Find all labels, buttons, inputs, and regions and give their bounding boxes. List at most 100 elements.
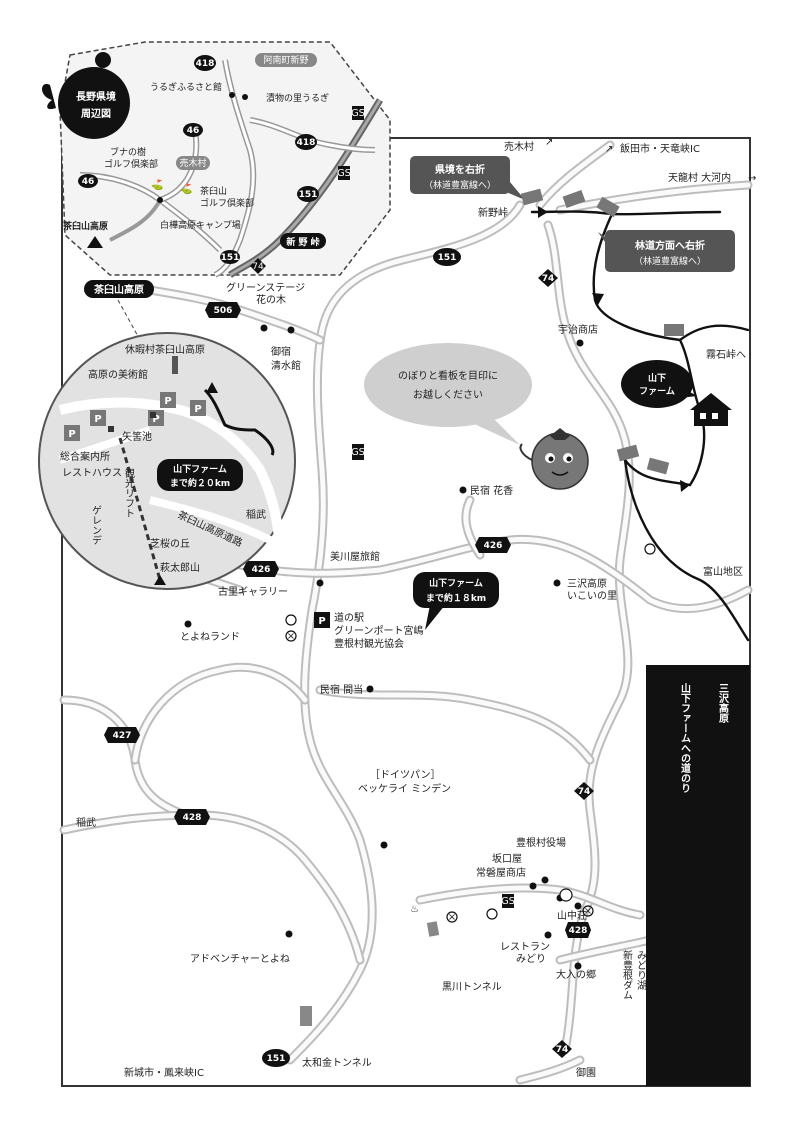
inset-gas-station-icon: GS: [351, 108, 365, 119]
parking-icon-2: P: [68, 429, 75, 440]
inset-road-74-shield: 74: [250, 258, 266, 274]
svg-text:とよねランド: とよねランド: [180, 631, 240, 643]
svg-text:民宿 間当: 民宿 間当: [320, 683, 363, 696]
circle-distance-line2: まで約２０km: [170, 477, 230, 489]
road-network: [59, 140, 753, 1085]
title-panel: 三沢高原 山下ファームへの道のり: [646, 665, 750, 1086]
svg-text:グリーンステージ: グリーンステージ: [226, 281, 305, 294]
svg-text:美川屋旅館: 美川屋旅館: [330, 550, 380, 563]
svg-text:山中荘: 山中荘: [557, 909, 587, 922]
svg-text:74: 74: [578, 787, 591, 797]
road-151-shield-north: 151: [433, 248, 461, 266]
svg-text:のぼりと看板を目印に: のぼりと看板を目印に: [398, 369, 498, 382]
inset-label-urugi: 売木村: [179, 157, 206, 169]
inset-gas-station-icon-2: GS: [337, 168, 351, 179]
svg-text:（林道豊富線へ）: （林道豊富線へ）: [424, 179, 496, 191]
road-151-shield-south: 151: [262, 1049, 290, 1067]
svg-text:レストラン: レストラン: [500, 941, 550, 953]
road-426-shield-east: 426: [475, 537, 511, 553]
svg-text:×: ×: [448, 912, 456, 923]
svg-text:［ドイツパン］: ［ドイツパン］: [370, 769, 441, 781]
inset-road-46-shield-a: 46: [183, 123, 203, 137]
circle-label-gelande: ゲレンデ: [90, 505, 102, 545]
svg-text:418: 418: [297, 138, 316, 148]
inset-road-418-shield-b: 418: [295, 134, 317, 150]
circle-label-sogo: 総合案内所: [60, 450, 110, 463]
svg-text:三沢高原: 三沢高原: [567, 577, 607, 590]
title-line1: 三沢高原: [717, 683, 729, 724]
svg-text:新豊根ダム: 新豊根ダム: [621, 949, 633, 1000]
circle-label-resthouse: レストハウス: [62, 467, 122, 479]
svg-text:428: 428: [183, 813, 202, 823]
svg-text:稲武: 稲武: [76, 816, 96, 829]
inset-badge: 長野県境 周辺図: [42, 52, 130, 139]
svg-text:新城市・鳳来峡IC: 新城市・鳳来峡IC: [124, 1066, 204, 1079]
townhall-icon: [559, 888, 573, 902]
road-74-shield-south: 74: [552, 1040, 572, 1058]
place-labels: 売木村 ↗ ↗ 飯田市・天竜峡IC 天龍村 大河内 → 新野峠 宇治商店 霧石峠…: [76, 137, 756, 1079]
svg-text:151: 151: [299, 190, 318, 200]
parking-icon-4: P: [194, 404, 201, 415]
svg-text:ベッケライ ミンデン: ベッケライ ミンデン: [358, 782, 451, 795]
svg-text:大入の郷: 大入の郷: [556, 968, 596, 981]
svg-text:46: 46: [82, 177, 95, 187]
svg-text:古里ギャラリー: 古里ギャラリー: [218, 585, 288, 598]
svg-text:74: 74: [252, 262, 264, 272]
svg-text:↗: ↗: [545, 137, 553, 148]
route-shields: 151 74 506 426 426 427 428 428: [104, 248, 594, 1067]
inset-label-chausu-golf: 茶臼山: [200, 185, 227, 197]
inset-label-urugi-furusato: うるぎふるさと館: [150, 81, 222, 93]
svg-text:♨: ♨: [410, 904, 419, 915]
svg-text:151: 151: [267, 1054, 286, 1064]
inset-label-buna-golf: ゴルフ倶楽部: [104, 158, 158, 170]
callout-rindo: 林道方面へ右折 （林道豊富線へ）: [598, 230, 735, 272]
svg-text:お越しください: お越しください: [413, 388, 483, 401]
inset-label-niino: 新 野 峠: [286, 236, 319, 248]
gas-station-icon: GS: [351, 444, 365, 460]
svg-text:花の木: 花の木: [256, 293, 286, 306]
svg-text:428: 428: [569, 926, 588, 936]
callout-nobori: のぼりと看板を目印に お越しください: [364, 343, 532, 445]
hot-spring-icon: ♨: [410, 904, 419, 915]
circle-label-inabu: 稲武: [246, 508, 266, 521]
svg-text:まで約１８km: まで約１８km: [426, 592, 486, 604]
svg-text:P: P: [318, 616, 325, 627]
svg-text:グリーンポート宮嶋: グリーンポート宮嶋: [334, 624, 424, 637]
farm-house-icon: [690, 393, 732, 426]
inset-road-151-shield-a: 151: [297, 186, 319, 202]
circle-label-yahagi: 矢筈池: [122, 430, 152, 443]
svg-text:山下: 山下: [648, 372, 666, 384]
circle-label-bijutsukan: 高原の美術館: [88, 368, 148, 381]
inset-label-anan: 阿南町新野: [263, 54, 308, 66]
svg-text:ファーム: ファーム: [639, 386, 675, 397]
circle-label-kyuka: 休暇村茶臼山高原: [125, 343, 205, 356]
svg-text:豊根村役場: 豊根村役場: [516, 836, 566, 849]
svg-text:みどり: みどり: [516, 953, 546, 965]
callout-farm: 山下 ファーム: [621, 360, 697, 408]
tunnel-icons: [300, 921, 440, 1026]
michinoeki-icon: P: [314, 612, 330, 628]
svg-text:GS: GS: [351, 447, 365, 458]
svg-text:御園: 御園: [576, 1066, 596, 1079]
road-74-shield-middle: 74: [574, 782, 594, 800]
gas-station-icon-2: GS: [501, 894, 515, 908]
callout-kenkyo: 県境を右折 （林道豊富線へ）: [410, 156, 525, 200]
circle-label-hagitaro: 萩太郎山: [160, 561, 200, 574]
inset-map-nagano-border: 長野県境 周辺図 418 46 46 418 151 151: [42, 41, 391, 278]
svg-text:周辺図: 周辺図: [81, 108, 111, 120]
svg-text:いこいの里: いこいの里: [567, 590, 617, 602]
svg-text:×: ×: [584, 906, 592, 917]
inset-chausuyama: 茶臼山高原 P P P P P 休暇村茶臼山高原 高原の美術館 矢筈池 総合案内…: [38, 280, 296, 590]
svg-text:→: →: [748, 173, 756, 184]
inset-label-hakuba: 白樺高原キャンプ場: [160, 219, 241, 231]
svg-text:常磐屋商店: 常磐屋商店: [476, 866, 526, 879]
inset-label-buna: ブナの樹: [110, 146, 146, 158]
parking-icon-3: P: [164, 396, 171, 407]
inset-label-chausu-peak: 茶臼山高原: [62, 220, 108, 232]
svg-text:427: 427: [113, 731, 132, 741]
road-426-shield-west: 426: [243, 561, 279, 577]
svg-text:506: 506: [214, 306, 233, 316]
road-427-shield: 427: [104, 727, 140, 743]
svg-text:アドベンチャーとよね: アドベンチャーとよね: [190, 953, 290, 965]
